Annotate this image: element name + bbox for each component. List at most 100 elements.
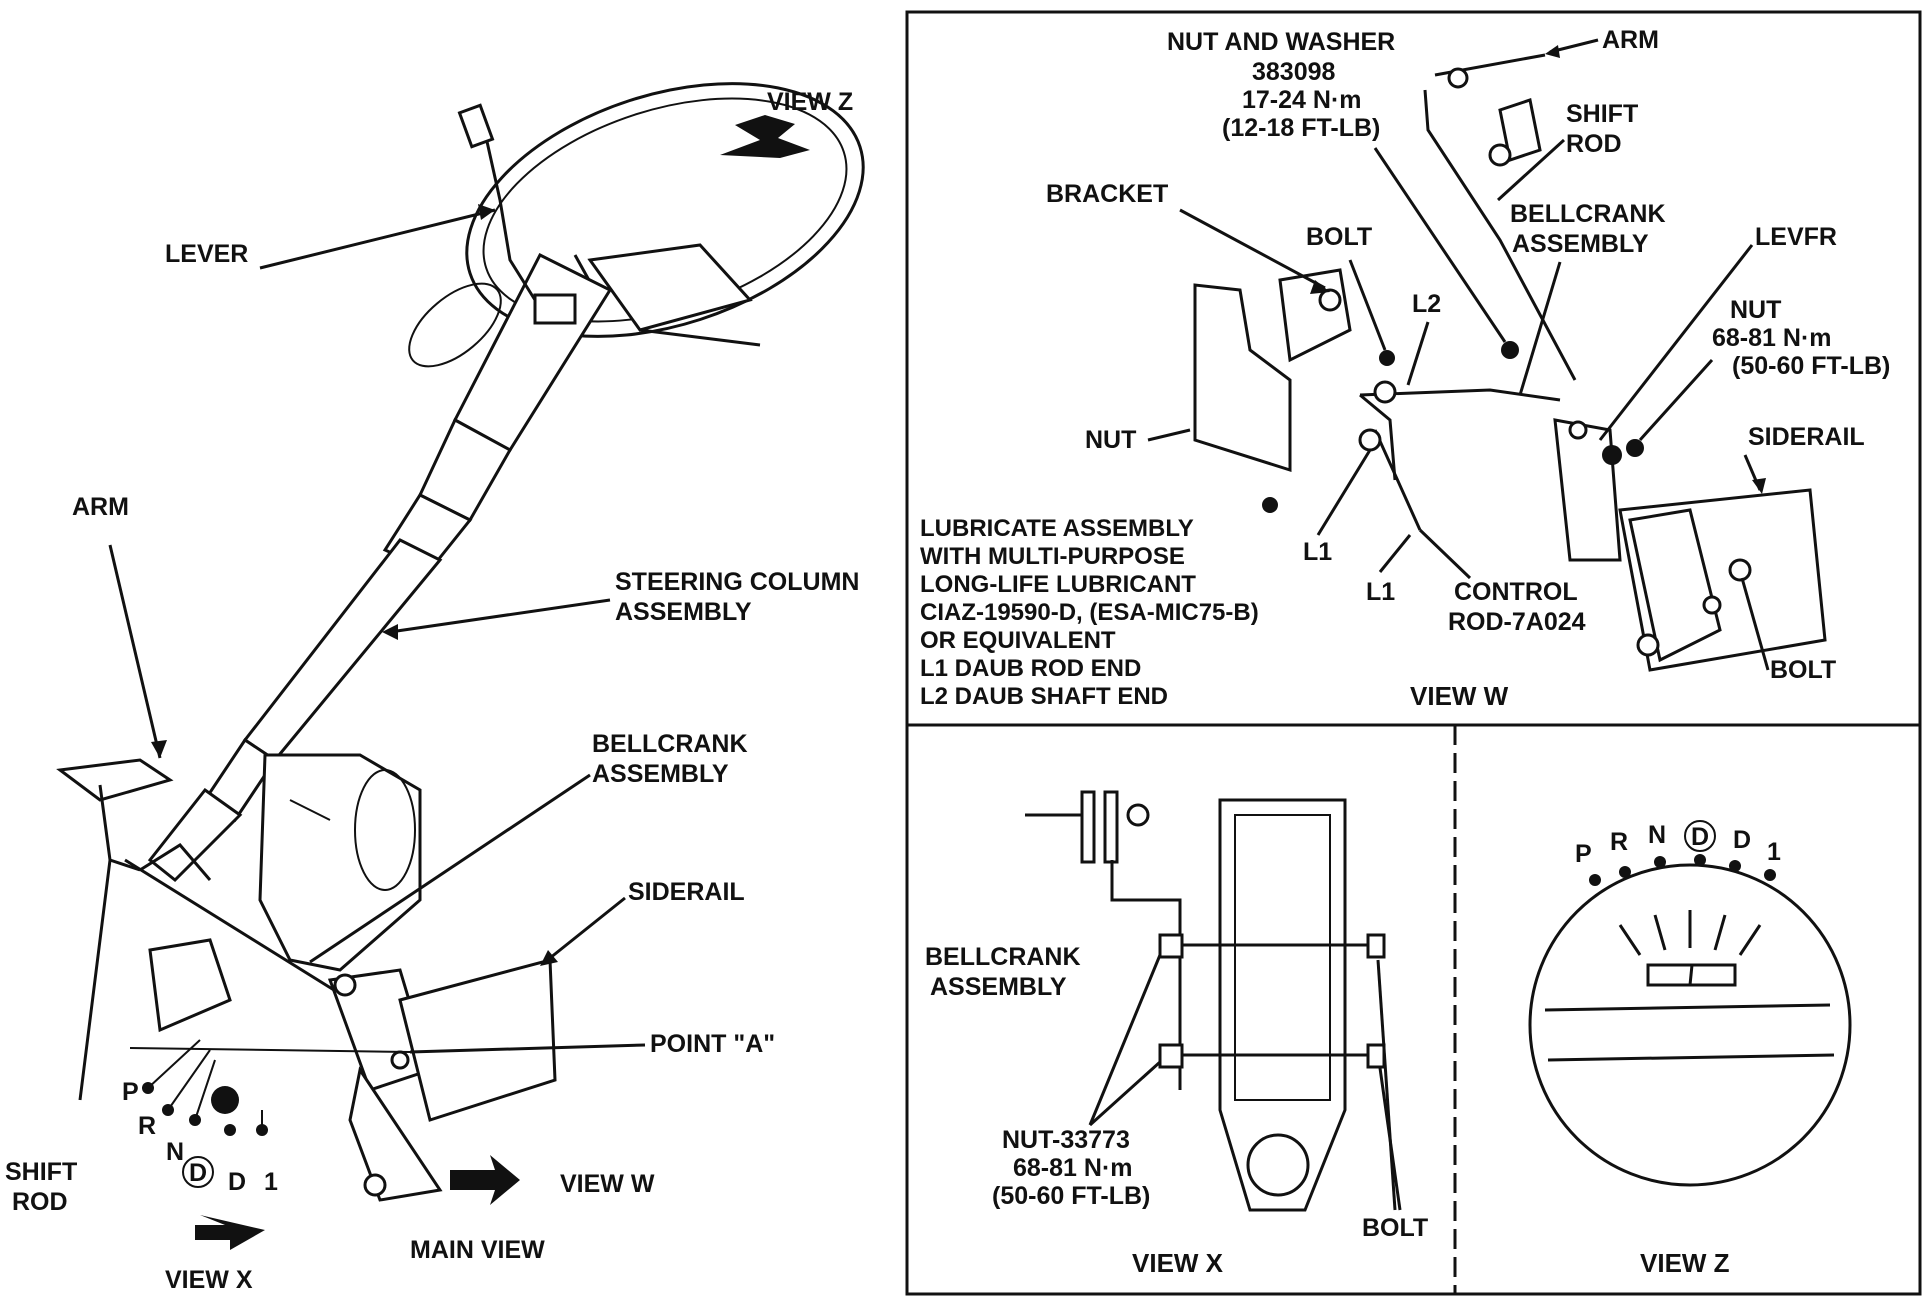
vw-label-nut-right-1: NUT xyxy=(1730,296,1781,324)
vz-gear-d: D xyxy=(1733,826,1751,854)
label-steering-column-2: ASSEMBLY xyxy=(615,598,752,626)
arrow-lever xyxy=(478,204,495,220)
vz-gear-d-circled: D xyxy=(1691,823,1709,851)
vw-leader-shift-rod xyxy=(1496,138,1566,202)
view-x: BELLCRANK ASSEMBLY NUT-33773 68-81 N·m (… xyxy=(925,790,1428,1278)
vw-nut-left xyxy=(1262,497,1278,513)
vx-siderail-plate xyxy=(1218,798,1347,1212)
vw-leader-bolt-bottom xyxy=(1740,577,1770,671)
vx-label-nut-3: (50-60 FT-LB) xyxy=(992,1182,1150,1210)
leader-point-a xyxy=(409,1043,646,1054)
main-gear-dots xyxy=(142,1039,268,1136)
arrow-siderail xyxy=(540,950,558,966)
shift-lever xyxy=(457,103,577,325)
vw-bellcrank-plate xyxy=(1553,418,1622,562)
vx-nut-upper xyxy=(1158,933,1184,959)
main-gear-d: D xyxy=(228,1168,246,1196)
vx-lever-2 xyxy=(1103,790,1119,864)
vw-label-bracket: BRACKET xyxy=(1046,180,1168,208)
vw-label-bellcrank-2: ASSEMBLY xyxy=(1512,230,1649,258)
vw-leader-l1-a xyxy=(1316,449,1372,536)
vw-label-nut-washer-1: NUT AND WASHER xyxy=(1167,28,1395,56)
vw-label-nut-washer-4: (12-18 FT-LB) xyxy=(1222,114,1380,142)
vz-gear-r: R xyxy=(1610,828,1628,856)
view-x-arrow xyxy=(195,1215,265,1250)
vw-label-control-rod-2: ROD-7A024 xyxy=(1448,608,1586,636)
vz-gear-p: P xyxy=(1575,840,1592,868)
vw-shift-rod-ball xyxy=(1488,143,1512,167)
vx-leader-bolt-lower xyxy=(1378,1067,1402,1211)
vz-dial-ticks xyxy=(1618,910,1762,956)
vw-shift-rod-joint xyxy=(1498,98,1542,162)
vz-gear-d-circle xyxy=(1684,820,1716,852)
main-gear-d-circle xyxy=(182,1156,214,1188)
label-shift-rod-1: SHIFT xyxy=(5,1158,77,1186)
transmission xyxy=(258,753,422,972)
leader-bellcrank xyxy=(309,773,591,964)
main-view-title: MAIN VIEW xyxy=(410,1236,545,1264)
vx-siderail-hole xyxy=(1246,1133,1310,1197)
vw-note-line-4: CIAZ-19590-D, (ESA-MIC75-B) xyxy=(920,599,1259,626)
vw-shaft-end xyxy=(1373,380,1397,404)
vw-leader-bracket xyxy=(1179,208,1326,290)
label-shift-rod-2: ROD xyxy=(12,1188,68,1216)
vx-top-nut xyxy=(1126,803,1150,827)
vz-dot-d xyxy=(1729,860,1741,872)
vw-arm-nut xyxy=(1447,67,1469,89)
vw-leader-bolt-top xyxy=(1348,259,1387,351)
arrow-arm xyxy=(151,740,167,758)
vw-label-lever: LEVFR xyxy=(1755,223,1837,251)
vw-control-lever xyxy=(1359,393,1397,481)
vx-label-nut-2: 68-81 N·m xyxy=(1013,1154,1133,1182)
vw-label-bolt-top: BOLT xyxy=(1306,223,1372,251)
vx-label-bellcrank-1: BELLCRANK xyxy=(925,943,1081,971)
vw-lever-nut xyxy=(1602,445,1622,465)
vw-label-l1-b: L1 xyxy=(1366,578,1395,606)
vw-shift-rod xyxy=(1423,89,1577,381)
vw-nut-washer-part xyxy=(1501,341,1519,359)
vw-label-shift-rod-2: ROD xyxy=(1566,130,1622,158)
view-z: P R N D D 1 VIEW Z xyxy=(1528,820,1852,1278)
steering-wheel xyxy=(465,82,865,347)
label-siderail: SIDERAIL xyxy=(628,878,745,906)
vw-label-nut-washer-3: 17-24 N·m xyxy=(1242,86,1362,114)
arm-linkage xyxy=(56,758,351,1101)
vx-nut-lower xyxy=(1158,1043,1184,1069)
vw-bellcrank-pivot xyxy=(1568,420,1588,440)
main-gear-r: R xyxy=(138,1112,156,1140)
view-z-title: VIEW Z xyxy=(1640,1248,1730,1278)
vw-label-nut-left: NUT xyxy=(1085,426,1136,454)
vw-rod-end xyxy=(1358,428,1382,452)
vx-boltend-lower xyxy=(1366,1043,1386,1069)
vz-needle xyxy=(1688,964,1694,986)
vw-leader-lever xyxy=(1598,244,1754,441)
vz-wheel-rim xyxy=(1528,863,1852,1187)
vw-leader-l2 xyxy=(1406,321,1430,386)
vw-label-arm: ARM xyxy=(1602,26,1659,54)
vw-siderail-bolt-2 xyxy=(1702,595,1722,615)
vz-dot-dd xyxy=(1694,854,1706,866)
label-main-view-z: VIEW Z xyxy=(767,88,853,116)
view-w-title: VIEW W xyxy=(1410,681,1509,711)
main-gear-n: N xyxy=(166,1138,184,1166)
vz-hub-bottom xyxy=(1547,1053,1835,1062)
label-main-view-w: VIEW W xyxy=(560,1170,655,1198)
vx-leader-nut-upper xyxy=(1088,954,1162,1126)
vw-bolt-top-part xyxy=(1379,350,1395,366)
vw-control-shaft xyxy=(1359,388,1561,402)
view-w-arrow xyxy=(450,1155,520,1205)
leader-lever xyxy=(259,208,496,270)
vw-label-bolt-bottom: BOLT xyxy=(1770,656,1836,684)
vw-bracket-bolt xyxy=(1318,288,1342,312)
vw-leader-control-rod xyxy=(1418,528,1472,580)
vz-gear-n: N xyxy=(1648,821,1666,849)
vw-label-nut-washer-2: 383098 xyxy=(1252,58,1336,86)
leader-steering-column xyxy=(389,598,611,634)
vx-leader-bolt-upper xyxy=(1376,959,1397,1211)
vw-trans-fragment xyxy=(1193,283,1292,473)
vz-dot-1 xyxy=(1764,869,1776,881)
vw-label-l1-a: L1 xyxy=(1303,538,1332,566)
vw-arrow-arm xyxy=(1545,45,1560,58)
view-w: NUT AND WASHER 383098 17-24 N·m (12-18 F… xyxy=(920,26,1890,711)
